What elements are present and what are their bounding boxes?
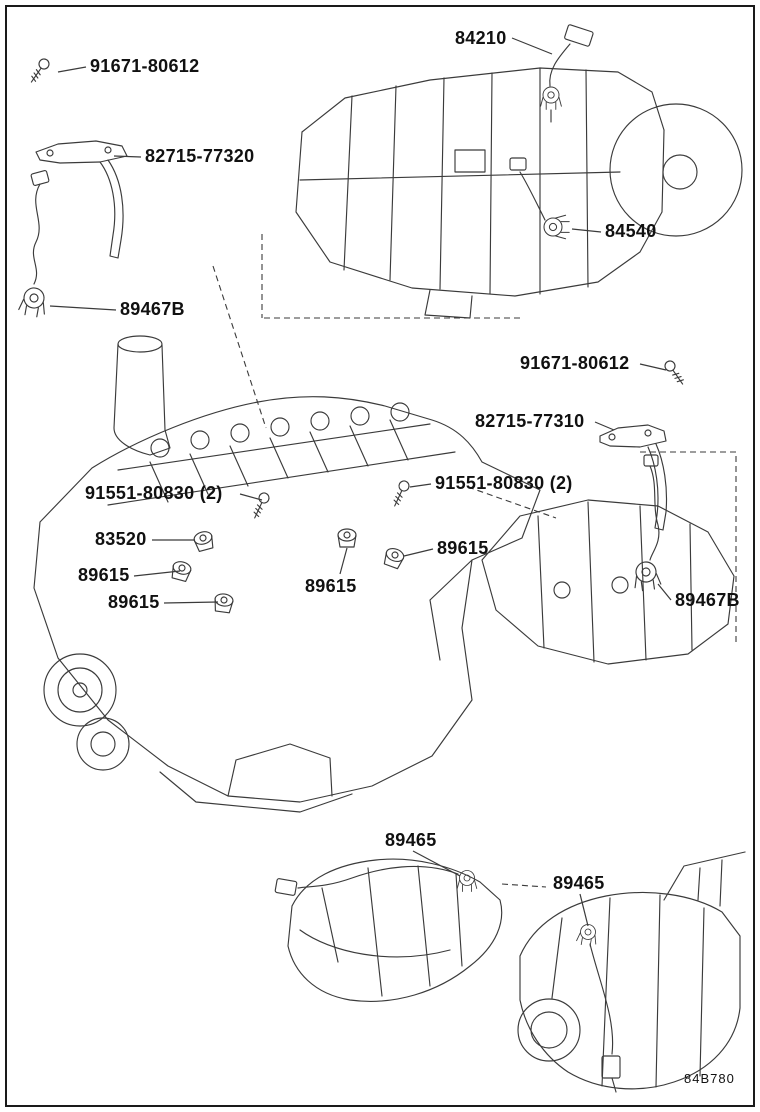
- part-label-84540-3: 84540: [605, 221, 657, 241]
- leader-line-16: [579, 893, 589, 927]
- leader-line-10: [403, 548, 434, 557]
- leader-line-4: [49, 305, 117, 311]
- leader-line-15: [412, 850, 461, 877]
- leader-line-14: [657, 583, 672, 601]
- leader-line-11: [133, 570, 181, 577]
- dashed-guide-4: [640, 451, 737, 645]
- part-label-89615-10: 89615: [437, 538, 489, 558]
- exhaust-front-assembly: [274, 858, 503, 1002]
- part-label-83520-9: 83520: [95, 529, 147, 549]
- part-label-89467B-14: 89467B: [675, 590, 740, 610]
- dashed-guide-3: [467, 486, 557, 519]
- part-label-89465-15: 89465: [385, 830, 437, 850]
- sensor-84210: [540, 24, 594, 123]
- leader-line-7: [239, 493, 263, 501]
- leader-line-1: [57, 66, 87, 73]
- leader-line-2: [113, 155, 142, 158]
- part-label-89615-13: 89615: [108, 592, 160, 612]
- part-label-9167180612-5: 91671-80612: [520, 353, 630, 373]
- leader-line-13: [163, 601, 219, 604]
- part-label-89467B-4: 89467B: [120, 299, 185, 319]
- right-sensor-group: [599, 358, 688, 593]
- leader-line-8: [409, 483, 432, 488]
- part-label-8271577320-2: 82715-77320: [145, 146, 255, 166]
- sensor-84540: [509, 157, 570, 240]
- part-label-9167180612-1: 91671-80612: [90, 56, 200, 76]
- part-label-84210-0: 84210: [455, 28, 507, 48]
- leader-line-6: [594, 421, 615, 431]
- transmission-assembly: [295, 67, 743, 319]
- leader-line-3: [571, 228, 602, 233]
- transfer-case: [481, 499, 735, 665]
- leader-line-0: [511, 37, 553, 55]
- part-label-91551808302-7: 91551-80830 (2): [85, 483, 223, 503]
- drawing-number: 84B780: [684, 1071, 735, 1086]
- engine-assembly: [33, 335, 541, 813]
- dashed-guide-5: [501, 883, 547, 888]
- dashed-guide-0: [212, 265, 267, 429]
- part-label-89615-11: 89615: [78, 565, 130, 585]
- leader-line-12: [339, 547, 348, 575]
- part-label-8271577310-6: 82715-77310: [475, 411, 585, 431]
- part-label-91551808302-8: 91551-80830 (2): [435, 473, 573, 493]
- exhaust-rear-assembly: [517, 851, 746, 1093]
- part-label-89465-16: 89465: [553, 873, 605, 893]
- part-label-89615-12: 89615: [305, 576, 357, 596]
- leader-line-5: [639, 363, 667, 371]
